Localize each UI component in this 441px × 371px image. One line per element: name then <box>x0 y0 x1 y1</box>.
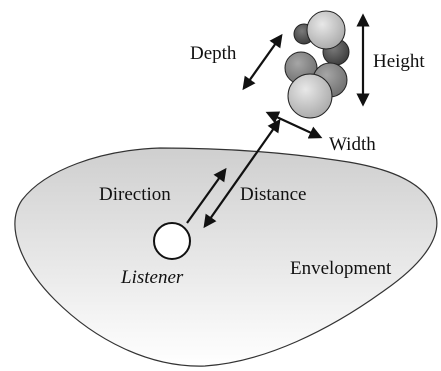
distance-arrow <box>203 118 281 229</box>
room-shape-icon <box>14 147 438 367</box>
width-arrow <box>265 111 323 139</box>
sphere <box>306 10 346 50</box>
direction-label: Direction <box>99 184 171 205</box>
depth-arrow <box>242 33 283 91</box>
arrows <box>186 13 370 229</box>
listener-label: Listener <box>120 267 184 288</box>
depth-label: Depth <box>190 43 237 64</box>
distance-label: Distance <box>240 184 306 205</box>
height-label: Height <box>373 51 425 72</box>
envelopment-label: Envelopment <box>290 258 392 279</box>
sound-source-cluster-icon <box>284 10 350 119</box>
direction-arrow <box>186 167 227 224</box>
sphere <box>287 73 333 119</box>
width-label: Width <box>329 134 376 155</box>
listener-circle-icon <box>153 222 191 260</box>
